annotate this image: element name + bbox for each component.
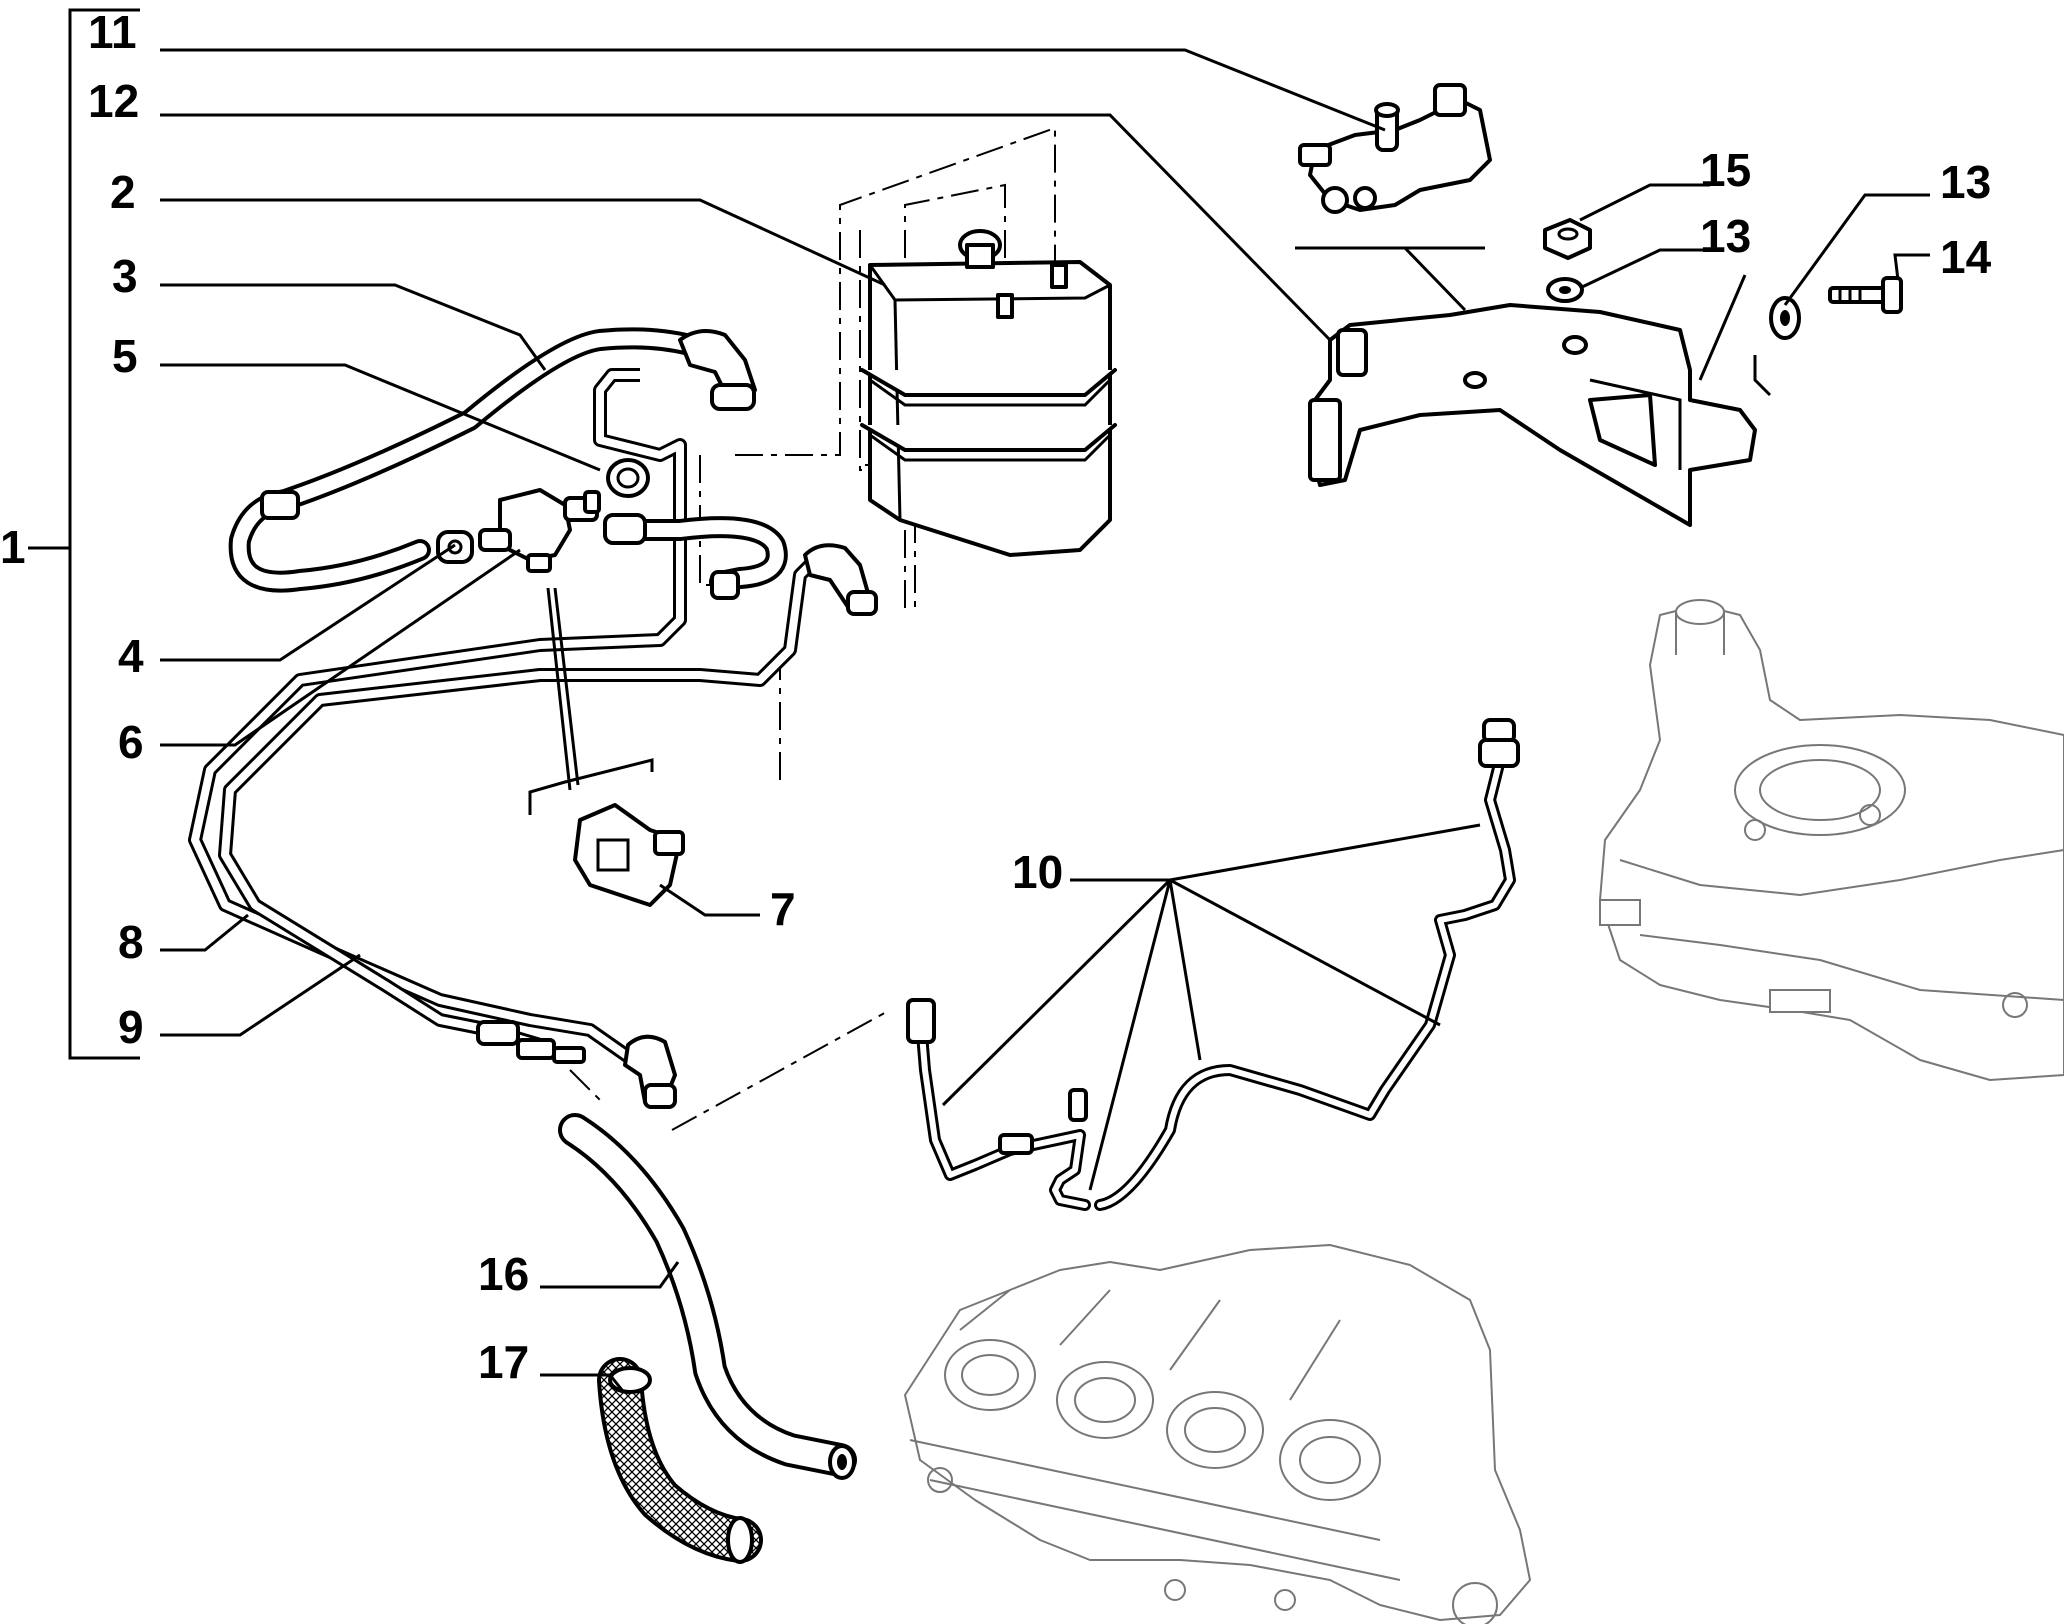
- hose-10-assembly: [906, 718, 1520, 1211]
- hose-16: [558, 1113, 857, 1480]
- canister-support-bracket-12: [1295, 246, 1757, 527]
- intake-manifold-outline: [904, 1244, 1531, 1624]
- callout-7: 7: [770, 883, 796, 935]
- washer-13-right: [1769, 296, 1801, 340]
- callout-4: 4: [118, 630, 144, 682]
- bracket-fastener-lines: [1698, 274, 1772, 397]
- callout-2: 2: [110, 166, 136, 218]
- bolt-14: [1828, 276, 1903, 314]
- assembly-bracket-valve: [528, 758, 654, 815]
- nut-15: [1543, 218, 1592, 260]
- callout-16: 16: [478, 1248, 529, 1300]
- callout-10: 10: [1012, 846, 1063, 898]
- callout-3: 3: [112, 250, 138, 302]
- callout-15: 15: [1700, 144, 1751, 196]
- callout-8: 8: [118, 916, 144, 968]
- hose-clip-left: [260, 490, 300, 520]
- hose-clip-mid: [436, 530, 474, 564]
- callout-13-right: 13: [1940, 156, 1991, 208]
- callout-17: 17: [478, 1336, 529, 1388]
- valve-mounting-bracket: [573, 803, 685, 907]
- pipe-fitting-connector: [603, 513, 647, 545]
- sensor-connector-11: [1298, 83, 1492, 214]
- pipe-8-rigid-line: [188, 368, 687, 1071]
- hose-canister-short: [614, 516, 788, 600]
- fuel-tank-outline: [1599, 599, 2064, 1081]
- leader-lines: [160, 48, 1930, 1391]
- washer-13-upper: [1546, 277, 1584, 303]
- elbow-fitting-lower: [623, 1034, 677, 1109]
- hose-3: [228, 327, 701, 593]
- assembly-bracket: [68, 8, 140, 1060]
- callout-9: 9: [118, 1001, 144, 1053]
- elbow-fitting-canister: [803, 543, 878, 616]
- callout-14: 14: [1940, 231, 1992, 283]
- callout-12: 12: [88, 75, 139, 127]
- leader-valve-to-bracket: [546, 587, 580, 791]
- callout-6: 6: [118, 716, 144, 768]
- callout-5: 5: [112, 330, 138, 382]
- inline-connector: [476, 1020, 586, 1064]
- callout-1: 1: [0, 521, 26, 573]
- carbon-canister: [860, 229, 1117, 557]
- callout-11: 11: [88, 6, 137, 58]
- hose-17-braided: [597, 1357, 763, 1564]
- hose-3-elbow: [678, 329, 757, 411]
- hose-clamp-5: [606, 458, 650, 498]
- purge-solenoid-valve: [478, 488, 601, 573]
- pipe-9-rigid-line: [218, 553, 833, 1052]
- callout-13-upper: 13: [1700, 210, 1751, 262]
